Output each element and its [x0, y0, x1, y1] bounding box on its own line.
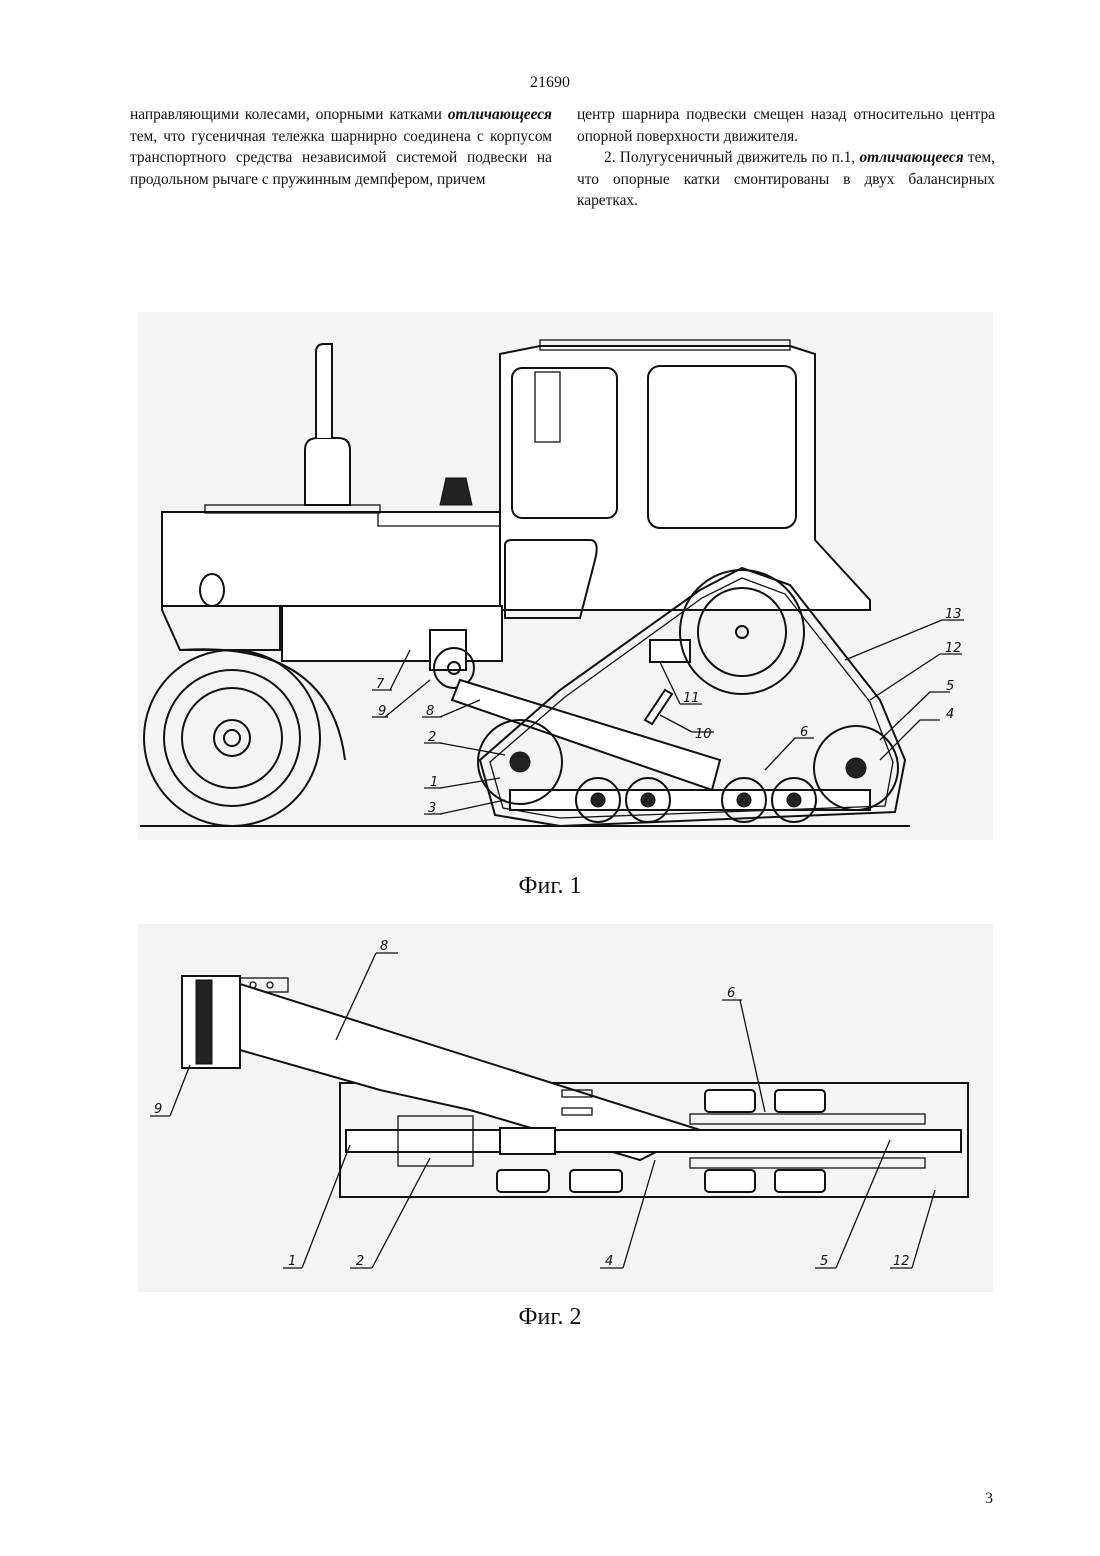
fig1-label-6: 6	[800, 725, 808, 740]
fig1-label-5: 5	[946, 679, 954, 694]
figure-1-caption: Фиг. 1	[0, 873, 1100, 900]
fig1-label-2: 2	[428, 730, 436, 745]
fig2-label-2: 2	[356, 1254, 364, 1269]
page-number: 3	[985, 1490, 993, 1508]
patent-number: 21690	[0, 74, 1100, 92]
fig2-label-1: 1	[288, 1254, 296, 1269]
fig2-label-9: 9	[154, 1102, 162, 1117]
fig1-label-13: 13	[945, 607, 962, 622]
claim-emphasis: отличающееся	[448, 106, 552, 123]
fig1-label-10: 10	[695, 727, 712, 742]
fig1-label-8: 8	[426, 704, 434, 719]
claim-text-rest: тем, что гусеничная тележка шарнирно сое…	[130, 128, 552, 188]
fig2-label-6: 6	[727, 986, 735, 1001]
figure-1-drawing: 7 9 8 2 1 3 11 10 6 4 5 12 13	[0, 310, 1100, 850]
fig1-label-3: 3	[428, 801, 436, 816]
fig2-label-4: 4	[605, 1254, 613, 1269]
figure-2-caption: Фиг. 2	[0, 1304, 1100, 1331]
right-text-column: центр шарнира подвески смещен назад отно…	[577, 104, 995, 212]
left-text-column: направляющими колесами, опорными катками…	[130, 104, 552, 190]
fig1-label-11: 11	[683, 691, 700, 706]
exhaust-silencer	[305, 438, 350, 505]
fig1-label-4: 4	[946, 707, 954, 722]
claim-continuation: центр шарнира подвески смещен назад отно…	[577, 104, 995, 147]
fig1-label-7: 7	[376, 677, 385, 692]
fig2-label-8: 8	[380, 939, 388, 954]
claim-2-emphasis: отличающееся	[859, 149, 963, 166]
figure-2-drawing: 8 9 6 1 2 4 5 12	[0, 922, 1100, 1294]
fig1-label-1: 1	[430, 775, 438, 790]
cab-outline	[500, 346, 870, 610]
claim-2: 2. Полугусеничный движитель по п.1, отли…	[577, 147, 995, 212]
claim-2-start: 2. Полугусеничный движитель по п.1,	[604, 149, 859, 166]
fig2-label-12: 12	[893, 1254, 910, 1269]
fig1-label-9: 9	[378, 704, 386, 719]
claim-text-start: направляющими колесами, опорными катками	[130, 106, 442, 123]
fig2-label-5: 5	[820, 1254, 828, 1269]
frame-rail	[346, 1130, 961, 1152]
fig1-label-12: 12	[945, 641, 962, 656]
